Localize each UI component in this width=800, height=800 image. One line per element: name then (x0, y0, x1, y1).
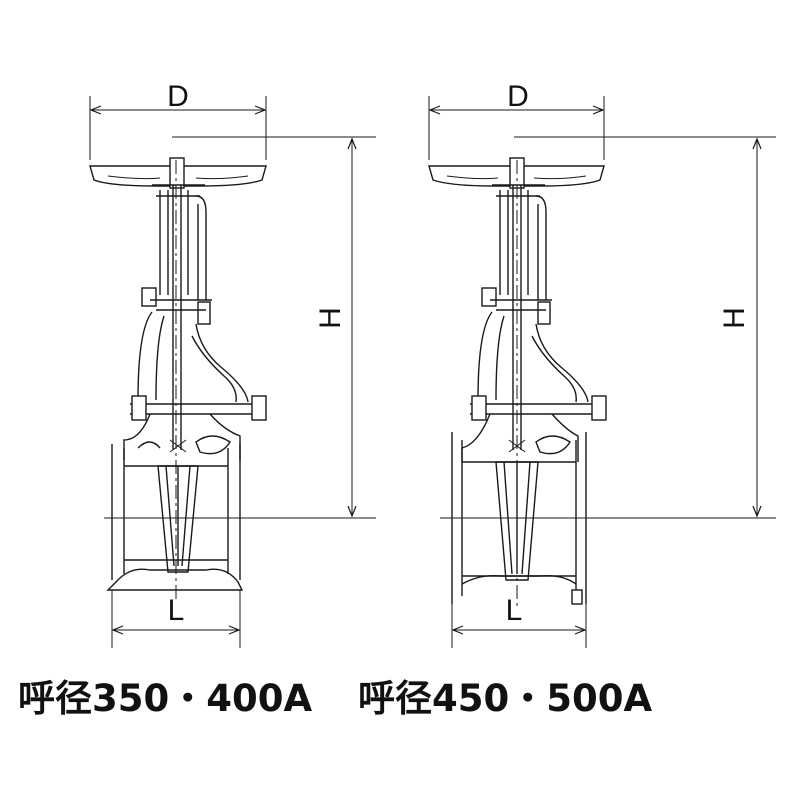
body-flanges (111, 444, 241, 580)
gland-flange (490, 299, 552, 311)
yoke-arms (499, 190, 547, 300)
bolt-upper-left (481, 287, 497, 307)
bore-lines (462, 461, 576, 577)
stem-top (169, 157, 185, 189)
caption-450-500a: 呼径450・500A (358, 677, 653, 720)
bolt-left (471, 395, 487, 421)
d-label: D (167, 80, 189, 113)
l-label: L (506, 594, 523, 627)
handwheel-spokes (107, 175, 249, 180)
body-cavity (137, 435, 231, 455)
body-neck (123, 413, 241, 460)
h-label: H (718, 307, 751, 329)
body-bottom (106, 568, 244, 591)
bonnet-outline (477, 311, 589, 420)
bolt-left (131, 395, 147, 421)
d-label: D (507, 80, 529, 113)
gate-wedge (157, 465, 199, 573)
yoke-arms (159, 190, 207, 300)
body-bottom (461, 574, 577, 585)
bolt-right (251, 395, 267, 421)
stem-nut-cross (169, 439, 187, 453)
valve-left-drawing: D H L (89, 80, 376, 648)
body-cavity (535, 435, 571, 455)
caption-350-400a: 呼径350・400A (18, 677, 313, 720)
body-flanges (451, 432, 587, 604)
bolt-upper-left (141, 287, 157, 307)
bolt-upper-right (537, 301, 551, 325)
l-label: L (168, 594, 185, 627)
gland-flange (150, 299, 212, 311)
drain-plug (571, 589, 583, 605)
h-label: H (314, 307, 347, 329)
bonnet-flange (470, 403, 604, 415)
yoke-top (492, 184, 545, 197)
bonnet-outline (137, 311, 249, 420)
bolt-right (591, 395, 607, 421)
yoke-top (152, 184, 205, 197)
bonnet-flange (130, 403, 266, 415)
bolt-upper-right (197, 301, 211, 325)
handwheel-spokes (446, 175, 587, 180)
valve-right-drawing: D H L (428, 80, 776, 648)
gate-wedge (495, 461, 539, 581)
